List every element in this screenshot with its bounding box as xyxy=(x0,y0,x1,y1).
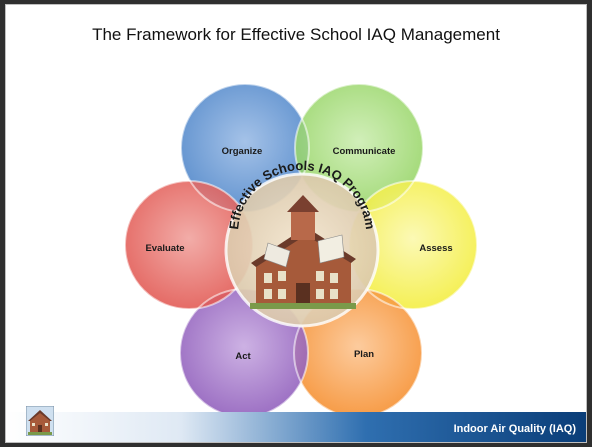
petal-label-evaluate: Evaluate xyxy=(145,243,184,254)
slide-title: The Framework for Effective School IAQ M… xyxy=(92,25,500,44)
footer-bar: Indoor Air Quality (IAQ) xyxy=(6,412,586,442)
slide: The Framework for Effective School IAQ M… xyxy=(5,4,587,443)
footer-label: Indoor Air Quality (IAQ) xyxy=(453,423,576,435)
school-building-illustration xyxy=(250,195,356,309)
petal-assess xyxy=(349,181,477,309)
petal-label-organize: Organize xyxy=(222,146,263,157)
school-logo-icon xyxy=(26,406,54,436)
petal-evaluate xyxy=(125,181,253,309)
petal-label-communicate: Communicate xyxy=(333,146,396,157)
framework-diagram: Effective Schools IAQ Program Organize C… xyxy=(124,83,478,418)
center-hub: Effective Schools IAQ Program xyxy=(224,158,380,328)
petal-label-assess: Assess xyxy=(419,243,452,254)
petal-label-plan: Plan xyxy=(354,349,374,360)
petal-label-act: Act xyxy=(235,351,251,362)
